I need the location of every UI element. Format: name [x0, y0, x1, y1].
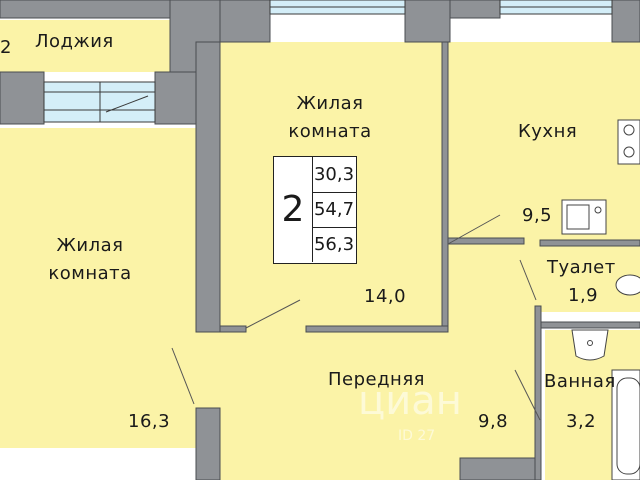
wall-center-top-left	[219, 0, 271, 43]
wall-hall-stub	[195, 407, 221, 480]
wall-hall-bottom	[459, 457, 541, 480]
stove-icon	[617, 119, 640, 165]
living-left-label-2: комната	[48, 263, 132, 284]
wall-balcony-bottom-right	[154, 71, 198, 125]
wall-toilet-bottom	[540, 321, 640, 329]
total-area: 54,7	[312, 192, 356, 228]
wall-center-kitchen	[441, 41, 449, 333]
hall-label: Передняя	[328, 369, 425, 390]
bathtub-icon	[611, 369, 640, 480]
kitchen-label: Кухня	[518, 121, 578, 142]
wall-kitchen-hall	[447, 237, 525, 245]
sink-icon	[561, 199, 607, 235]
watermark-id: ID 27	[398, 428, 436, 444]
wall-left-room-right	[195, 41, 221, 333]
bathroom-area: 3,2	[566, 411, 597, 432]
wall-kitchen-top-right	[611, 0, 640, 43]
watermark-logo: циан	[358, 378, 462, 424]
floor-living-left	[0, 128, 196, 448]
living-center-area: 14,0	[364, 286, 407, 307]
living-area-total: 30,3	[312, 157, 356, 193]
total-area-with-balcony: 56,3	[313, 234, 355, 255]
balcony-area: 2	[0, 37, 12, 58]
wall-center-bottom-right	[305, 325, 449, 333]
wall-center-top-right	[404, 0, 451, 43]
toilet-label: Туалет	[547, 257, 616, 278]
living-left-area: 16,3	[128, 411, 171, 432]
wall-toilet-top	[539, 239, 640, 247]
kitchen-area: 9,5	[522, 205, 553, 226]
hall-area: 9,8	[478, 411, 509, 432]
floor-kitchen	[448, 42, 640, 246]
washbasin-icon	[571, 329, 609, 361]
rooms-count: 2	[274, 157, 313, 262]
floor-balcony	[0, 20, 176, 72]
floor-hall-upper	[448, 240, 540, 340]
wall-toilet-left	[534, 305, 542, 480]
wall-center-bottom-left	[219, 325, 247, 333]
balcony-label: Лоджия	[35, 31, 114, 52]
toilet-icon	[615, 274, 640, 296]
wall-balcony-bottom-left	[0, 71, 45, 125]
toilet-area: 1,9	[568, 285, 599, 306]
bathroom-label: Ванная	[544, 371, 616, 392]
floor-hall	[196, 332, 540, 480]
living-left-label-1: Жилая	[56, 235, 124, 256]
living-center-label-1: Жилая	[296, 93, 364, 114]
apartment-summary: 2 30,3 54,7 56,3	[273, 156, 357, 264]
living-center-label-2: комната	[288, 121, 372, 142]
